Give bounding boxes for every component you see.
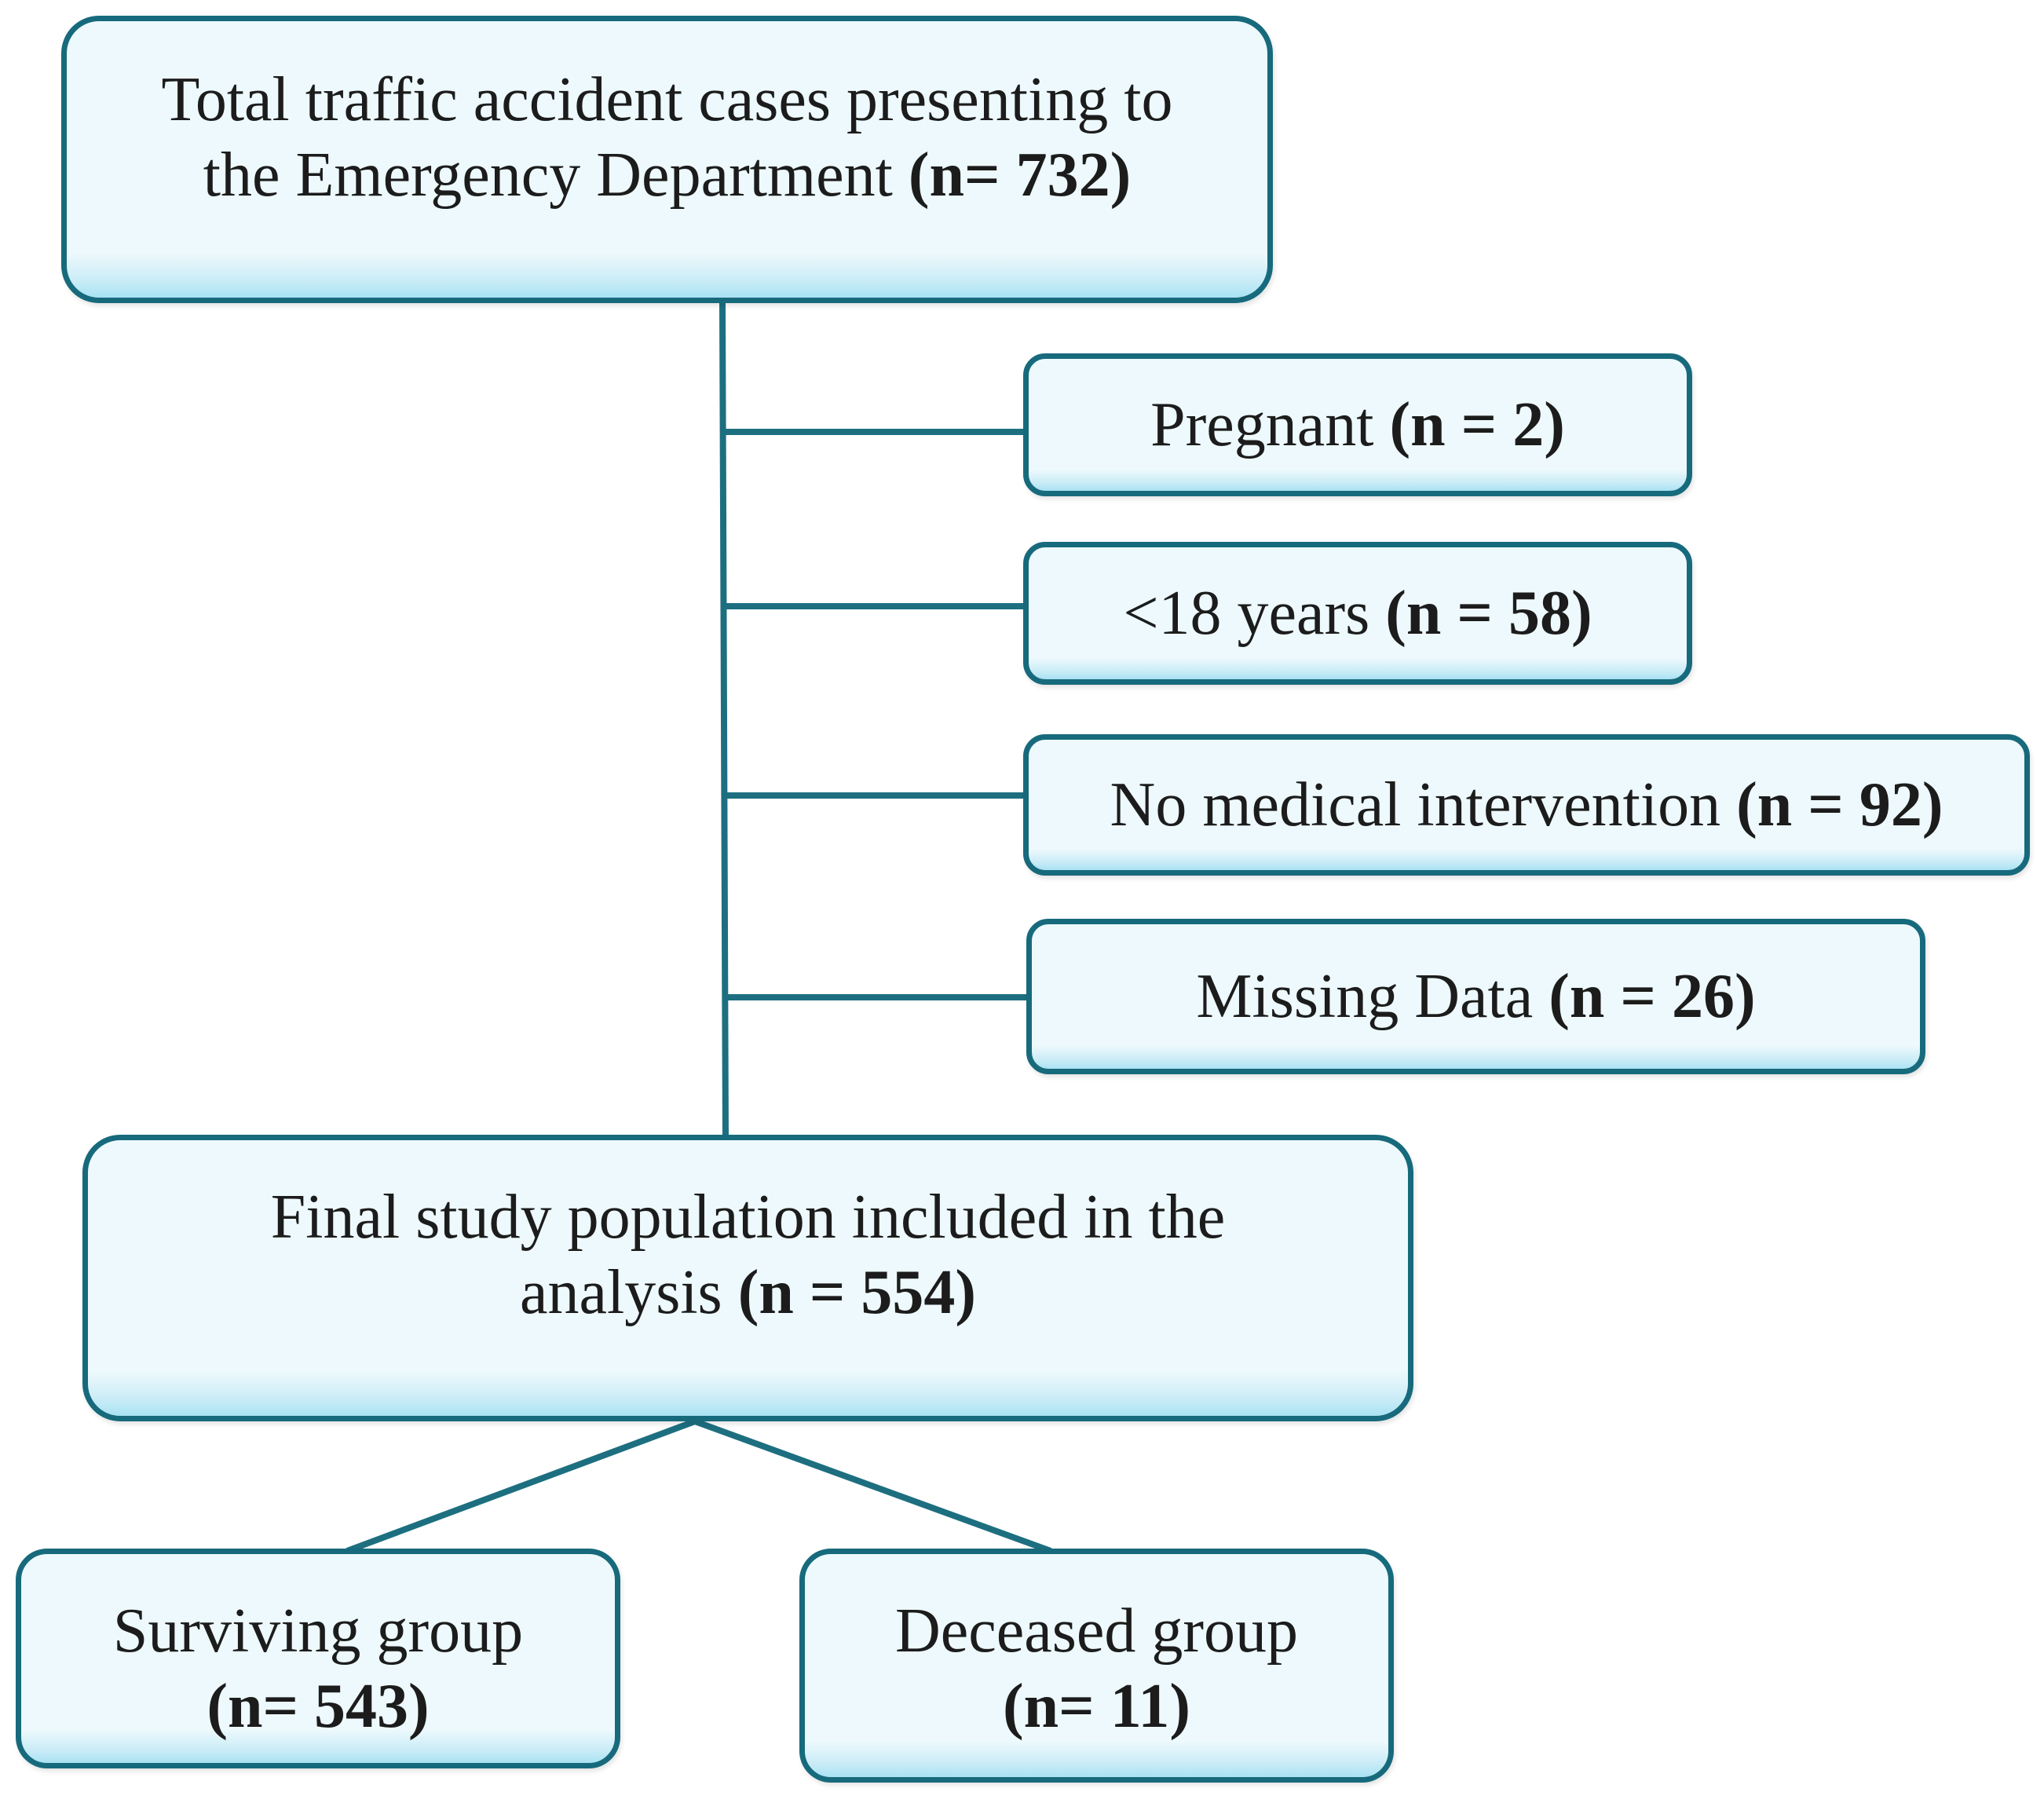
total-cases-line1: Total traffic accident cases presenting … — [161, 65, 1173, 134]
exclusion-box-pregnant: Pregnant (n = 2) — [1023, 353, 1692, 496]
exclusion-label: No medical intervention — [1110, 770, 1721, 839]
surviving-group-label: Surviving group — [112, 1596, 524, 1666]
split-connector-deceased — [693, 1418, 1052, 1554]
final-population-line2: analysis — [519, 1258, 722, 1327]
final-population-box: Final study population included in the a… — [82, 1135, 1413, 1421]
final-population-count: (n = 554) — [737, 1258, 977, 1327]
total-cases-count: (n= 732) — [908, 141, 1132, 210]
exclusion-label: Pregnant — [1150, 390, 1374, 459]
surviving-group-count: (n= 543) — [207, 1672, 430, 1741]
deceased-group-count: (n= 11) — [1003, 1672, 1190, 1741]
exclusion-box-under-18: <18 years (n = 58) — [1023, 542, 1692, 685]
exclusion-count: (n = 2) — [1389, 390, 1565, 459]
exclusion-box-no-medical-intervention: No medical intervention (n = 92) — [1023, 734, 2030, 876]
deceased-group-box: Deceased group (n= 11) — [799, 1549, 1394, 1783]
split-connector-surviving — [346, 1418, 697, 1554]
exclusion-box-missing-data: Missing Data (n = 26) — [1026, 919, 1925, 1074]
exclusion-count: (n = 58) — [1385, 579, 1592, 648]
exclusion-label: Missing Data — [1196, 962, 1534, 1031]
trunk-connector — [719, 302, 729, 1138]
exclusion-count: (n = 92) — [1736, 770, 1943, 839]
final-population-label: Final study population included in the a… — [271, 1140, 1225, 1330]
total-cases-label: Total traffic accident cases presenting … — [162, 21, 1173, 213]
exclusion-label: <18 years — [1123, 579, 1370, 648]
total-cases-line2: the Emergency Department — [203, 141, 893, 210]
exclusion-count: (n = 26) — [1549, 962, 1756, 1031]
deceased-group-label: Deceased group — [894, 1596, 1299, 1666]
surviving-group-box: Surviving group (n= 543) — [16, 1549, 620, 1768]
final-population-line1: Final study population included in the — [270, 1183, 1226, 1252]
total-cases-box: Total traffic accident cases presenting … — [61, 16, 1273, 303]
